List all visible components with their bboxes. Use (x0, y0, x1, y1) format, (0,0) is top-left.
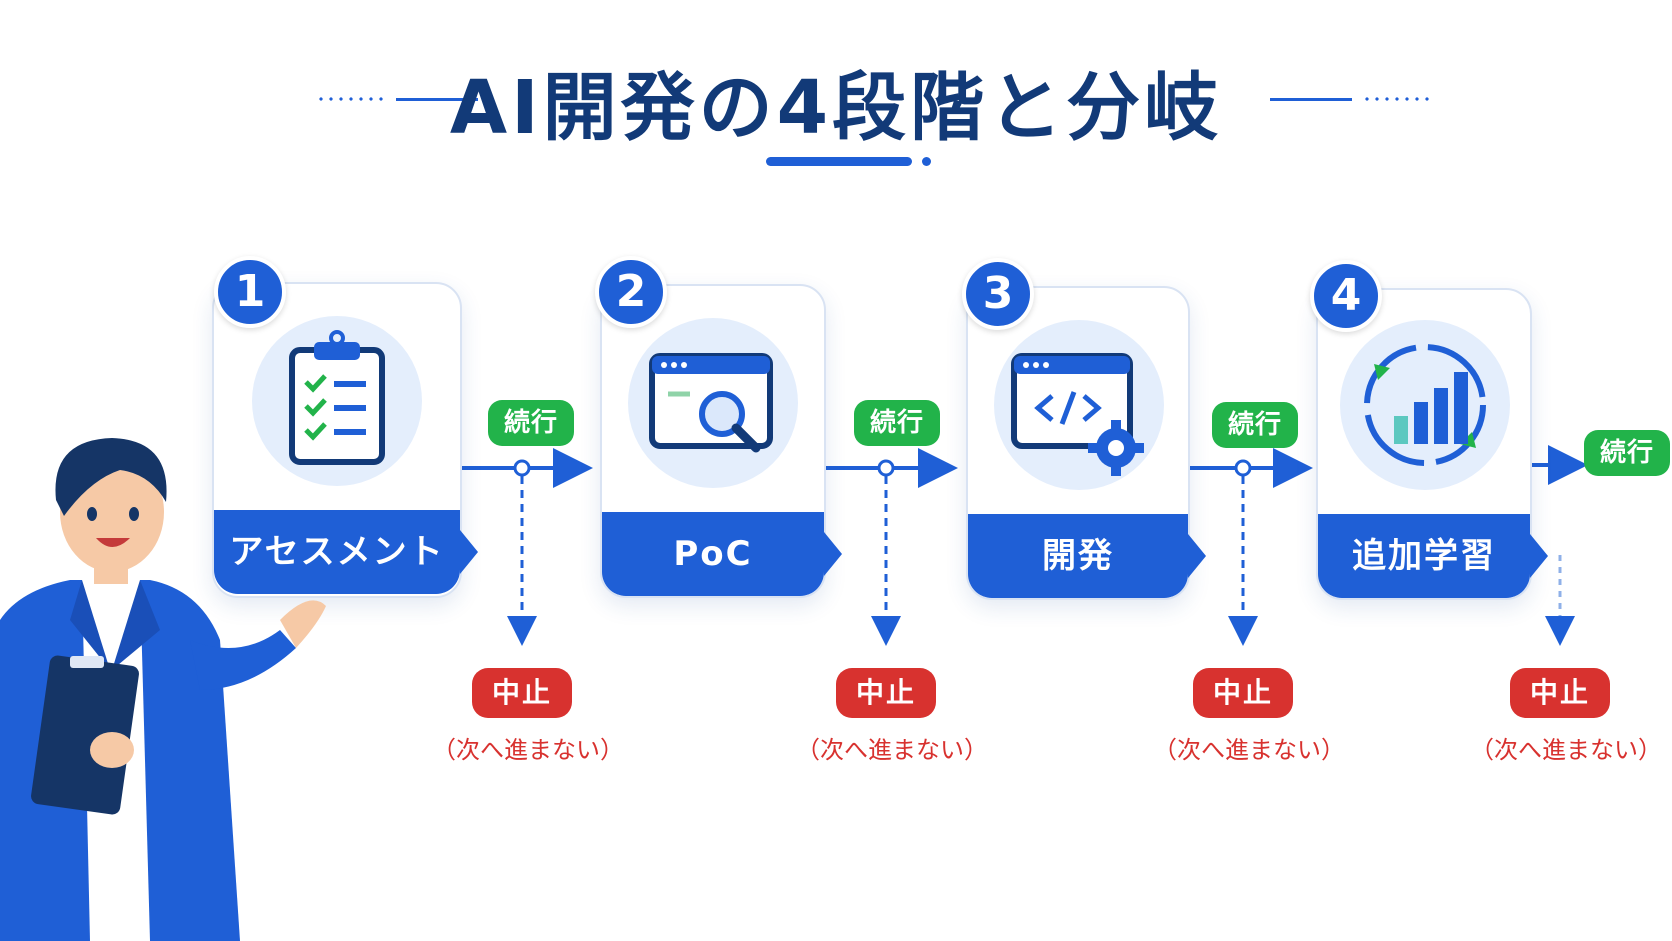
stage-2-label-tab (824, 532, 842, 576)
stop-badge-2: 中止 (836, 668, 936, 718)
stage-card-3: 開発 (966, 286, 1206, 600)
stage-1-icon-bg (252, 316, 422, 486)
stage-3-label: 開発 (968, 514, 1188, 598)
continue-badge-3: 続行 (1212, 402, 1298, 448)
title-dots-left (316, 97, 386, 101)
stage-2-label: PoC (602, 512, 824, 596)
cycle-chart-icon (1364, 344, 1486, 466)
stage-4-label-tab (1530, 534, 1548, 578)
stop-badge-1: 中止 (472, 668, 572, 718)
stop-badge-4: 中止 (1510, 668, 1610, 718)
clipboard-checklist-icon (289, 330, 385, 465)
page-title: AI開発の4段階と分岐 (449, 65, 1223, 151)
stage-3-label-tab (1188, 534, 1206, 578)
title-underline-dot (922, 157, 931, 166)
stop-note-1: （次へ進まない） (432, 736, 624, 764)
connector-2-3 (825, 448, 958, 646)
stage-card-1: アセスメント (212, 282, 478, 598)
connector-1-2 (460, 448, 593, 646)
stage-2-number-badge: 2 (595, 256, 667, 328)
stage-3-number-badge: 3 (962, 258, 1034, 330)
stage-card-4: 追加学習 (1316, 288, 1548, 600)
title-underline (766, 157, 912, 166)
code-gear-icon (1011, 353, 1144, 476)
continue-badge-2: 続行 (854, 400, 940, 446)
title-line-left (396, 98, 478, 101)
title-dots-right (1362, 97, 1432, 101)
title-line-right (1270, 98, 1352, 101)
stop-note-3: （次へ進まない） (1153, 736, 1345, 764)
presenter-illustration (0, 438, 326, 941)
stage-1-number-badge: 1 (214, 256, 286, 328)
stage-card-2: PoC (600, 284, 842, 598)
connector-4-end (1530, 445, 1588, 646)
header: AI開発の4段階と分岐 (0, 40, 1672, 180)
stage-1-label-tab (460, 530, 478, 574)
browser-search-icon (649, 353, 773, 453)
connector-3-4 (1187, 448, 1313, 646)
continue-badge-1: 続行 (488, 400, 574, 446)
continue-badge-4: 続行 (1584, 430, 1670, 476)
stage-2-icon-bg (628, 318, 798, 488)
stage-4-number-badge: 4 (1310, 260, 1382, 332)
stop-note-4: （次へ進まない） (1470, 736, 1662, 764)
stage-4-icon-bg (1340, 320, 1510, 490)
stop-badge-3: 中止 (1193, 668, 1293, 718)
stop-note-2: （次へ進まない） (796, 736, 988, 764)
stage-1-label: アセスメント (214, 510, 460, 594)
stage-4-label: 追加学習 (1318, 514, 1530, 598)
stage-3-icon-bg (994, 320, 1164, 490)
